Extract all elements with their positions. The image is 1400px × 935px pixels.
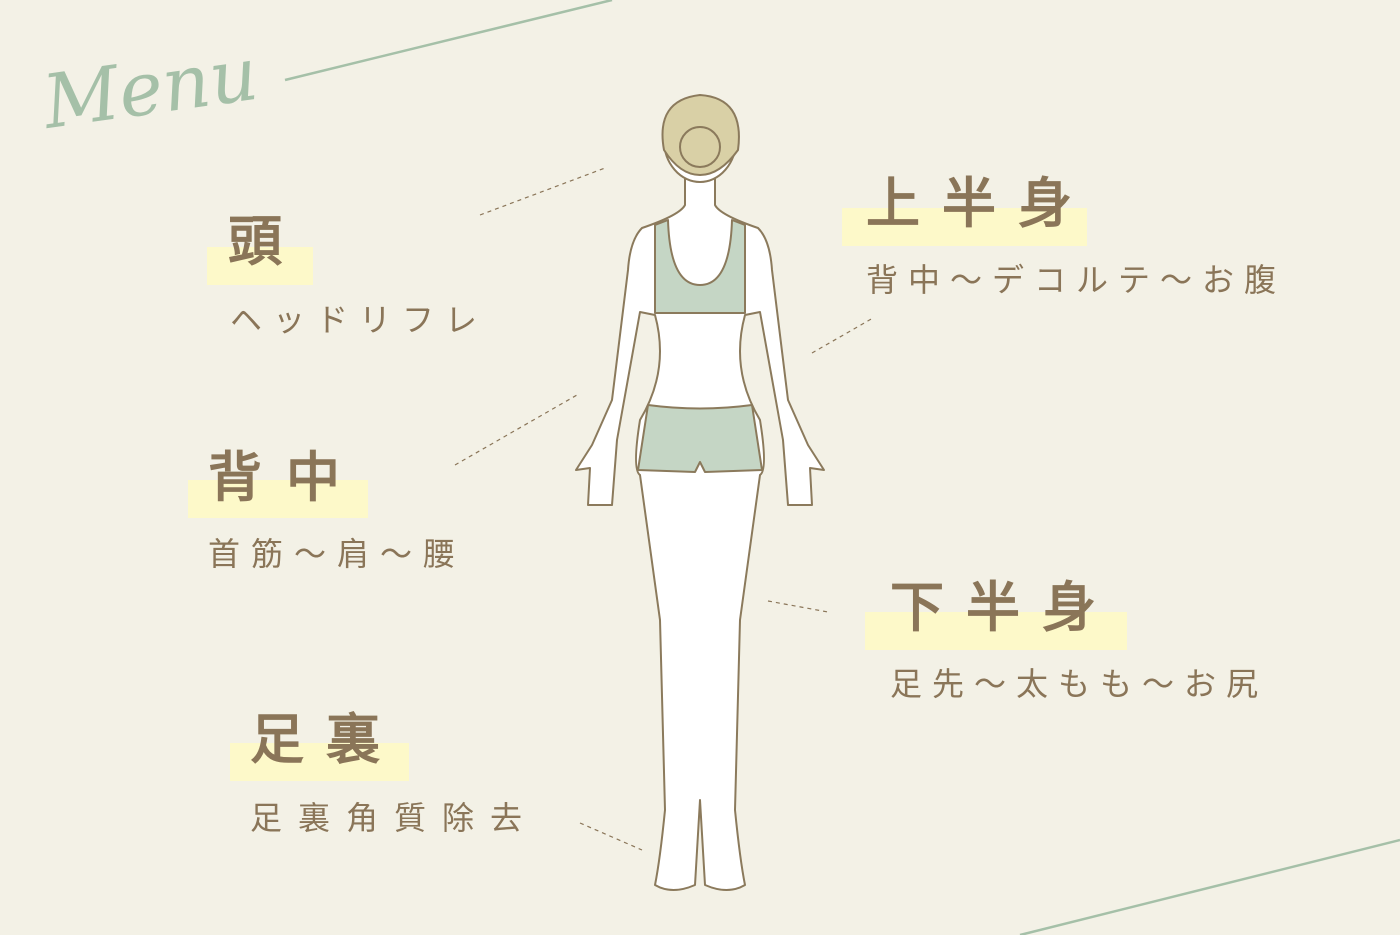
highlight: [188, 480, 368, 518]
body-illustration: [575, 94, 825, 891]
area-desc-feet: 足裏角質除去: [250, 799, 539, 837]
area-title-lower: 下半身: [890, 575, 1118, 639]
highlight: [865, 612, 1127, 650]
pointer-head: [479, 167, 606, 216]
area-title-upper: 上半身: [866, 171, 1094, 235]
area-desc-head: ヘッドリフレ: [230, 301, 489, 339]
pointer-upper: [811, 317, 874, 354]
area-desc-back: 首筋〜肩〜腰: [208, 535, 467, 573]
highlight: [842, 208, 1087, 246]
highlight: [207, 247, 313, 285]
area-desc-lower: 足先〜太もも〜お尻: [890, 665, 1269, 703]
pointer-back: [454, 394, 578, 466]
accent-line-bottom: [1019, 838, 1400, 935]
area-title-head: 頭: [228, 209, 300, 273]
area-desc-upper: 背中〜デコルテ〜お腹: [866, 261, 1287, 299]
pointer-feet: [579, 822, 643, 851]
area-title-feet: 足裏: [250, 707, 402, 771]
pointer-lower: [767, 600, 829, 613]
area-title-back: 背中: [208, 445, 364, 509]
accent-line-top: [284, 0, 613, 82]
highlight: [230, 743, 409, 781]
